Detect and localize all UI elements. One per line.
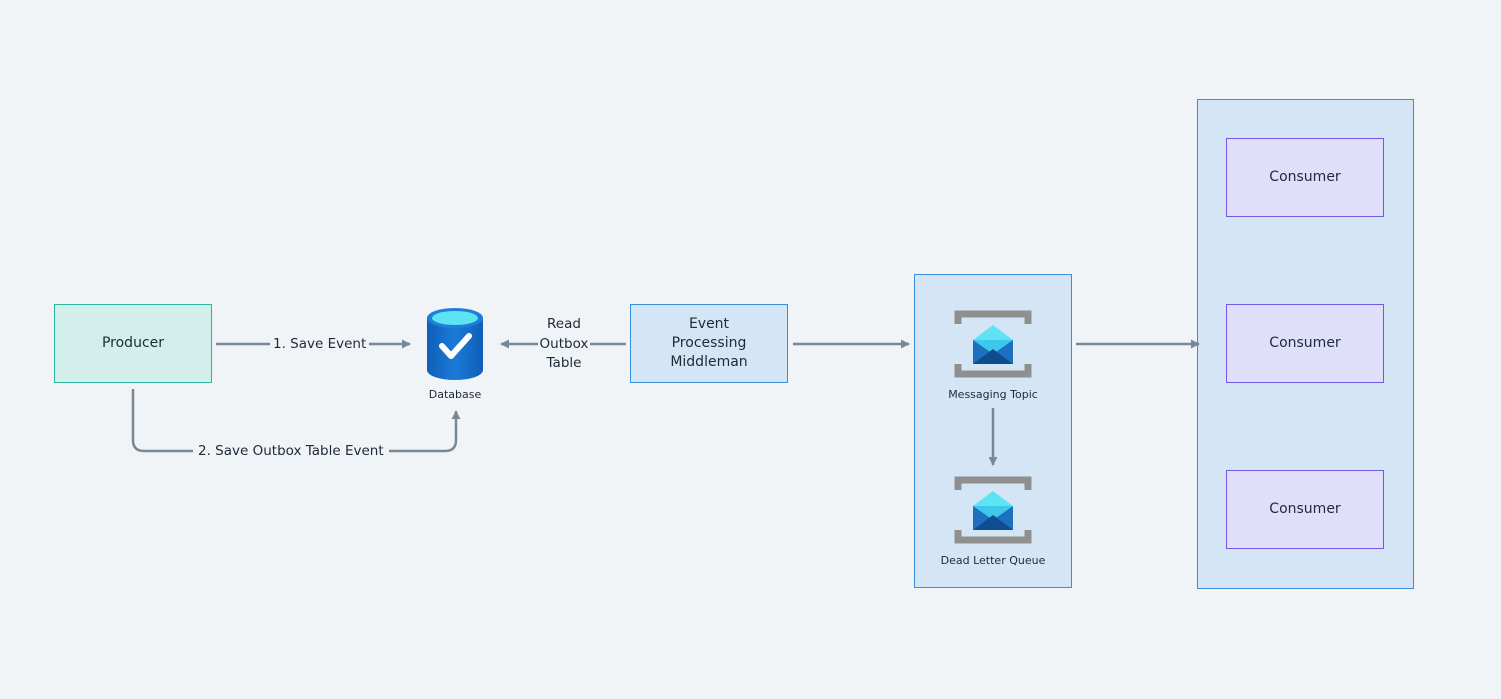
producer-node[interactable]: Producer [54,304,212,383]
consumer-node-1[interactable]: Consumer [1226,138,1384,217]
consumer-node-3[interactable]: Consumer [1226,470,1384,549]
edge-label-read-outbox: Read Outbox Table [538,315,590,374]
edge-label-save-event: 1. Save Event [270,335,370,353]
middleman-node[interactable]: Event Processing Middleman [630,304,788,383]
consumer-node-2[interactable]: Consumer [1226,304,1384,383]
consumer-label: Consumer [1269,169,1341,185]
envelope-topic-icon[interactable] [954,310,1032,378]
consumer-label: Consumer [1269,335,1341,351]
envelope-queue-icon[interactable] [954,476,1032,544]
dead-letter-queue-label: Dead Letter Queue [940,554,1046,567]
database-label: Database [428,388,482,401]
edge-label-save-outbox: 2. Save Outbox Table Event [193,442,389,460]
middleman-label: Event Processing Middleman [670,316,748,370]
producer-label: Producer [101,335,165,351]
database-check-icon[interactable] [425,306,485,382]
consumer-label: Consumer [1269,501,1341,517]
messaging-topic-label: Messaging Topic [948,388,1038,401]
